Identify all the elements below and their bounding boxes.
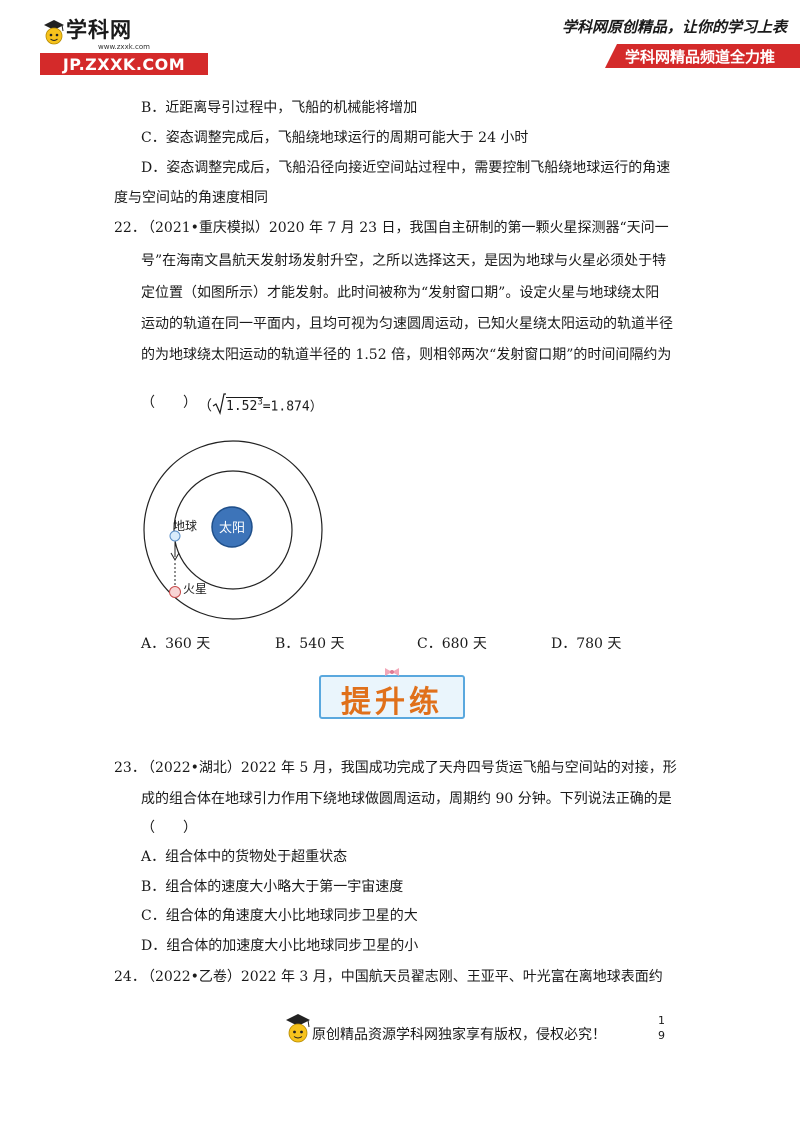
q22-hint: （ 1.523=1.874） (198, 393, 323, 417)
q21-option-c: C．姿态调整完成后，飞船绕地球运行的周期可能大于 24 小时 (141, 130, 529, 146)
sun-label: 太阳 (219, 521, 245, 536)
q22-hint-open: （ (198, 398, 212, 415)
earth-label: 地球 (173, 519, 197, 533)
header-slogan: 学科网原创精品，让你的学习上表 (562, 18, 788, 36)
q23-option-a: A．组合体中的货物处于超重状态 (141, 849, 348, 865)
q22-stem-line: 定位置（如图所示）才能发射。此时间被称为“发射窗口期”。设定火星与地球绕太阳 (141, 285, 660, 301)
q23-answer-paren: （ ） (141, 820, 197, 836)
earth-orbit (173, 470, 293, 590)
q23-option-b: B．组合体的速度大小略大于第一宇宙速度 (141, 879, 404, 895)
header-ribbon: 学科网精品频道全力推 (605, 44, 800, 68)
q23-option-c: C．组合体的角速度大小比地球同步卫星的大 (141, 908, 418, 924)
logo-domain-bar: JP.ZXXK.COM (40, 53, 208, 75)
page-number-digit: 1 (658, 1014, 665, 1027)
mascot-icon (44, 20, 64, 45)
q24-stem-line: （2022•乙卷）2022 年 3 月，中国航天员翟志刚、王亚平、叶光富在离地球… (141, 969, 663, 985)
banner-frame (319, 675, 465, 719)
q22-stem-line: 号”在海南文昌航天发射场发射升空，之所以选择这天，是因为地球与火星必须处于特 (141, 253, 667, 269)
q21-option-d: D．姿态调整完成后，飞船沿径向接近空间站过程中，需要控制飞船绕地球运行的角速 (141, 160, 671, 176)
square-root-icon (212, 393, 226, 416)
q23-stem-line: （2022•湖北）2022 年 5 月，我国成功完成了天舟四号货运飞船与空间站的… (141, 760, 677, 776)
q22-option-a: A．360 天 (141, 636, 211, 652)
orbit-diagram: 太阳 地球 火星 (143, 440, 323, 620)
q22-option-b: B．540 天 (275, 636, 345, 652)
sun-icon (211, 506, 253, 548)
q22-answer-paren: （ ） (141, 395, 197, 411)
q23-stem-line: 成的组合体在地球引力作用下绕地球做圆周运动，周期约 90 分钟。下列说法正确的是 (141, 791, 672, 807)
header-ribbon-text: 学科网精品频道全力推 (625, 47, 776, 66)
q22-option-c: C．680 天 (417, 636, 487, 652)
mars-label: 火星 (183, 582, 207, 596)
section-banner: 提升练 (313, 667, 471, 723)
q22-hint-radicand: 1.52 (226, 399, 258, 415)
q22-number: 22． (114, 220, 146, 236)
q21-option-b: B．近距离导引过程中，飞船的机械能将增加 (141, 100, 418, 116)
footer-mascot-icon (286, 1014, 310, 1043)
q23-option-d: D．组合体的加速度大小比地球同步卫星的小 (141, 938, 419, 954)
q23-number: 23． (114, 760, 146, 776)
q21-option-d-continued: 度与空间站的角速度相同 (114, 190, 268, 206)
logo-name: 学科网 (66, 18, 132, 42)
direction-arrow-icon (170, 552, 180, 562)
q22-option-d: D．780 天 (551, 636, 622, 652)
mars-orbit (143, 440, 323, 620)
q22-stem-line: （2021•重庆模拟）2020 年 7 月 23 日，我国自主研制的第一颗火星探… (141, 220, 669, 236)
page-number-digit: 9 (658, 1029, 665, 1042)
mars-icon (169, 586, 181, 598)
earth-icon (169, 530, 181, 542)
q24-number: 24． (114, 969, 146, 985)
site-logo[interactable]: 学科网 www.zxxk.com JP.ZXXK.COM (40, 10, 210, 75)
ribbon-bow-icon (385, 668, 399, 676)
q22-hint-result: =1.874） (262, 399, 323, 415)
q22-hint-power: 3 (257, 398, 263, 408)
logo-domain: JP.ZXXK.COM (62, 54, 186, 74)
banner-title: 提升练 (341, 685, 443, 720)
footer-copyright: 原创精品资源学科网独家享有版权，侵权必究！ (312, 1027, 606, 1043)
q22-stem-line: 运动的轨道在同一平面内，且均可视为匀速圆周运动，已知火星绕太阳运动的轨道半径 (141, 316, 673, 332)
logo-site-url: www.zxxk.com (98, 43, 150, 51)
q22-stem-line: 的为地球绕太阳运动的轨道半径的 1.52 倍，则相邻两次“发射窗口期”的时间间隔… (141, 347, 672, 363)
